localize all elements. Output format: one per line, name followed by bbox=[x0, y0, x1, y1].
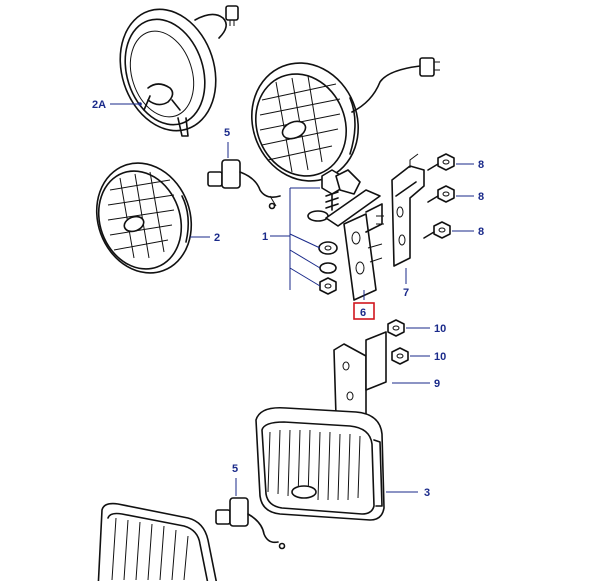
callout-8-3: 8 bbox=[478, 226, 484, 238]
callout-10-2: 10 bbox=[434, 351, 446, 363]
bulb-5-bottom bbox=[215, 497, 286, 550]
lamp-2-mounted bbox=[251, 57, 440, 182]
lamp-rectangular-partial bbox=[97, 502, 218, 581]
callout-2: 2 bbox=[214, 232, 220, 244]
mount-stud bbox=[321, 169, 361, 211]
lamp-2 bbox=[95, 162, 193, 274]
lamp-housing-2A bbox=[119, 5, 239, 137]
bulb-5-top bbox=[207, 159, 281, 210]
callout-1: 1 bbox=[262, 231, 268, 243]
callout-9: 9 bbox=[434, 378, 440, 390]
callout-6: 6 bbox=[360, 307, 366, 319]
callout-10-1: 10 bbox=[434, 323, 446, 335]
callout-2A: 2A bbox=[92, 99, 106, 111]
bracket-7 bbox=[391, 153, 425, 267]
nuts-10 bbox=[387, 319, 409, 365]
hardware-set-1 bbox=[307, 210, 338, 295]
callout-3: 3 bbox=[424, 487, 430, 499]
callout-5-bottom: 5 bbox=[232, 463, 238, 475]
callout-7: 7 bbox=[403, 287, 409, 299]
lamp-3-rectangular bbox=[255, 406, 385, 521]
callout-8-2: 8 bbox=[478, 191, 484, 203]
mounting-plate-6 bbox=[325, 189, 384, 301]
bolts-8 bbox=[423, 153, 455, 239]
callout-5-top: 5 bbox=[224, 127, 230, 139]
callout-6-highlight bbox=[353, 302, 375, 320]
callout-8-1: 8 bbox=[478, 159, 484, 171]
